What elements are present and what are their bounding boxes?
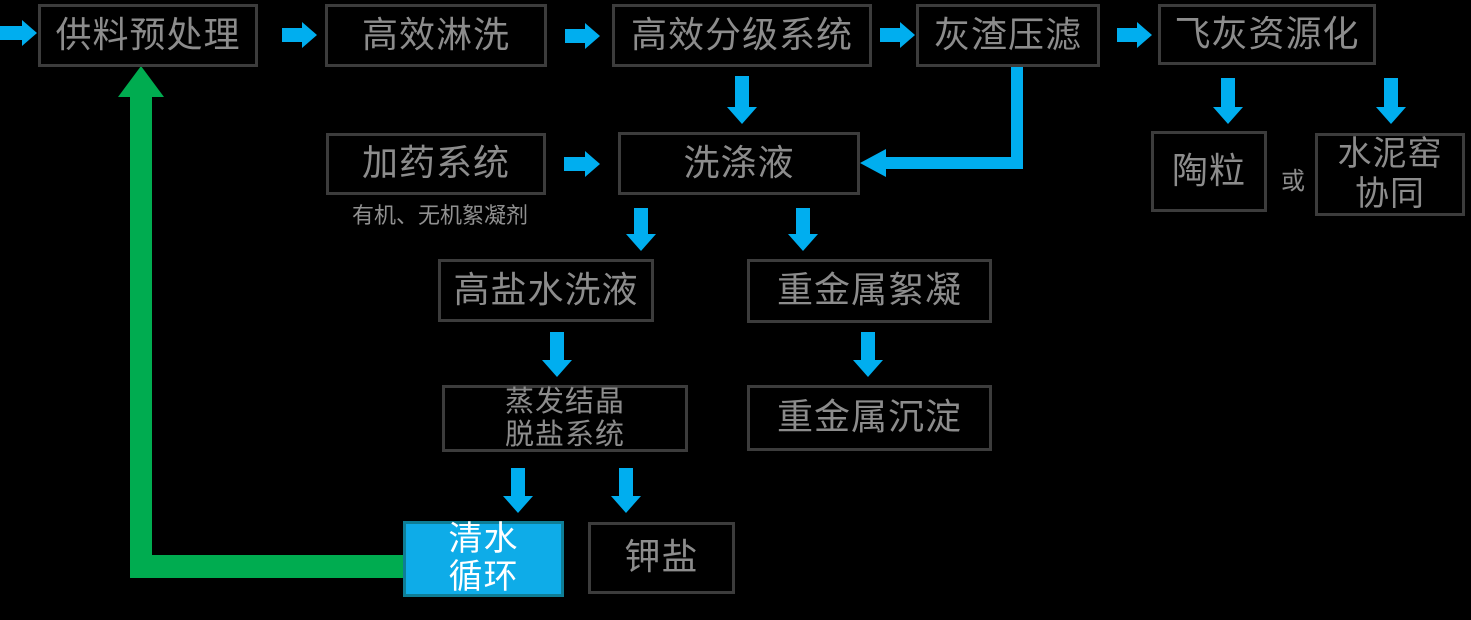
arrow-dosing-to-washing	[564, 151, 600, 177]
node-cement-kiln-line2: 协同	[1355, 175, 1425, 213]
arrow-evaporation-to-potassium	[611, 468, 641, 513]
node-clean-water-cycle: 清水 循环	[403, 521, 564, 597]
arrow-flocculation-to-precipitation	[853, 332, 883, 377]
node-fly-ash-recycling: 飞灰资源化	[1158, 4, 1376, 65]
node-ceramsite: 陶粒	[1151, 131, 1267, 212]
node-cement-kiln: 水泥窑 协同	[1315, 133, 1465, 216]
arrow-evaporation-to-cleanwater	[503, 468, 533, 513]
node-evaporation-line1: 蒸发结晶	[504, 385, 625, 418]
node-grading-system-label: 高效分级系统	[630, 14, 853, 55]
node-grading-system: 高效分级系统	[612, 4, 872, 67]
node-dosing-system: 加药系统	[326, 133, 546, 195]
node-evaporation-line2: 脱盐系统	[504, 418, 625, 451]
node-evaporation-desalination: 蒸发结晶 脱盐系统	[442, 385, 688, 452]
arrow-rinsing-to-grading	[565, 23, 600, 49]
arrow-feed-to-rinsing	[282, 22, 317, 48]
node-potassium-salt: 钾盐	[588, 522, 735, 594]
arrow-grading-to-washing	[727, 76, 757, 124]
node-heavy-metal-precipitation-label: 重金属沉淀	[776, 397, 962, 438]
node-heavy-metal-precipitation: 重金属沉淀	[747, 385, 992, 451]
node-ash-press-filter: 灰渣压滤	[916, 4, 1100, 67]
node-efficient-rinsing-label: 高效淋洗	[361, 14, 510, 55]
arrow-washing-to-flocculation	[788, 208, 818, 251]
node-potassium-salt-label: 钾盐	[624, 537, 699, 578]
node-ceramsite-label: 陶粒	[1171, 150, 1246, 191]
node-feed-pretreatment: 供料预处理	[38, 4, 258, 67]
arrow-press-to-flyash	[1117, 22, 1152, 48]
or-label: 或	[1281, 169, 1305, 195]
arrow-grading-to-press	[880, 22, 915, 48]
arrow-highsalt-to-evaporation	[542, 332, 572, 377]
node-cement-kiln-line1: 水泥窑	[1337, 135, 1443, 173]
node-fly-ash-recycling-label: 飞灰资源化	[1174, 13, 1360, 54]
arrow-input-to-feed	[0, 20, 37, 46]
node-clean-water-line2: 循环	[448, 559, 519, 596]
node-washing-liquid: 洗涤液	[618, 132, 860, 195]
node-heavy-metal-flocculation-label: 重金属絮凝	[776, 270, 962, 311]
elbow-arrow-press-to-washing	[860, 67, 1023, 177]
dosing-system-note: 有机、无机絮凝剂	[352, 203, 529, 228]
loop-arrow-cleanwater-to-feed	[118, 66, 403, 578]
node-high-salt-wash: 高盐水洗液	[438, 259, 654, 322]
arrow-flyash-to-ceramsite	[1213, 78, 1243, 124]
node-washing-liquid-label: 洗涤液	[683, 142, 795, 183]
node-dosing-system-label: 加药系统	[361, 143, 510, 184]
node-efficient-rinsing: 高效淋洗	[325, 4, 547, 67]
node-high-salt-wash-label: 高盐水洗液	[453, 269, 639, 310]
node-clean-water-line1: 清水	[448, 521, 519, 558]
node-heavy-metal-flocculation: 重金属絮凝	[747, 259, 992, 323]
arrow-washing-to-highsalt	[626, 208, 656, 251]
arrow-flyash-to-cementkiln	[1376, 78, 1406, 124]
node-ash-press-filter-label: 灰渣压滤	[933, 14, 1082, 55]
node-feed-pretreatment-label: 供料预处理	[55, 14, 241, 55]
